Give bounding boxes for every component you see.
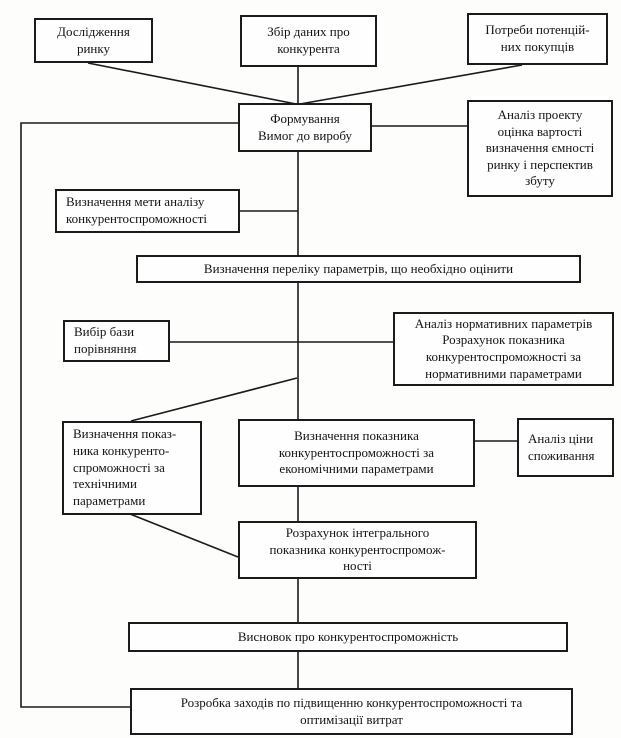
node-normative-params-label: Аналіз нормативних параметрів Розрахунок… (414, 315, 593, 381)
node-improvement-measures: Розробка заходів по підвищенню конкурент… (130, 688, 573, 735)
node-product-requirements: Формування Вимог до виробу (238, 103, 372, 152)
edge-market-research-to-requirements (87, 62, 297, 105)
node-buyer-needs-label: Потреби потенцій- них покупців (485, 22, 590, 54)
node-competitor-data: Збір даних про конкурента (240, 15, 377, 67)
edge-feedback-loop (20, 122, 238, 708)
node-project-analysis: Аналіз проекту оцінка вартості визначенн… (467, 100, 613, 197)
node-normative-params: Аналіз нормативних параметрів Розрахунок… (393, 312, 614, 386)
node-parameter-list-label: Визначення переліку параметрів, що необх… (203, 260, 514, 276)
node-competitor-data-label: Збір даних про конкурента (267, 24, 350, 56)
edge-technical-to-integral (129, 513, 239, 558)
node-conclusion-label: Висновок про конкурентоспроможність (237, 628, 459, 644)
node-comparison-base-label: Вибір бази порівняння (74, 324, 137, 356)
node-conclusion: Висновок про конкурентоспроможність (128, 622, 568, 652)
node-consumption-price: Аналіз ціни споживання (517, 418, 614, 477)
node-project-analysis-label: Аналіз проекту оцінка вартості визначенн… (485, 106, 595, 189)
edge-spine-to-technical (130, 377, 298, 422)
node-economic-params-label: Визначення показника конкурентоспроможно… (278, 428, 435, 477)
node-technical-params-label: Визначення показ- ника конкуренто- спром… (73, 426, 177, 508)
edge-buyer-needs-to-requirements (299, 64, 523, 105)
node-comparison-base: Вибір бази порівняння (63, 320, 170, 362)
node-goal-definition-label: Визначення мети аналізу конкурентоспромо… (66, 194, 208, 226)
node-consumption-price-label: Аналіз ціни споживання (528, 430, 595, 463)
node-improvement-measures-label: Розробка заходів по підвищенню конкурент… (180, 694, 523, 727)
node-integral-index: Розрахунок інтегрального показника конку… (238, 521, 477, 579)
node-buyer-needs: Потреби потенцій- них покупців (467, 13, 608, 65)
node-market-research: Дослідження ринку (34, 18, 153, 63)
node-product-requirements-label: Формування Вимог до виробу (257, 110, 352, 143)
node-technical-params: Визначення показ- ника конкуренто- спром… (62, 421, 202, 515)
node-parameter-list: Визначення переліку параметрів, що необх… (136, 255, 581, 283)
node-market-research-label: Дослідження ринку (57, 23, 130, 56)
node-economic-params: Визначення показника конкурентоспроможно… (238, 419, 475, 487)
node-goal-definition: Визначення мети аналізу конкурентоспромо… (55, 189, 240, 233)
node-integral-index-label: Розрахунок інтегрального показника конку… (269, 525, 446, 574)
